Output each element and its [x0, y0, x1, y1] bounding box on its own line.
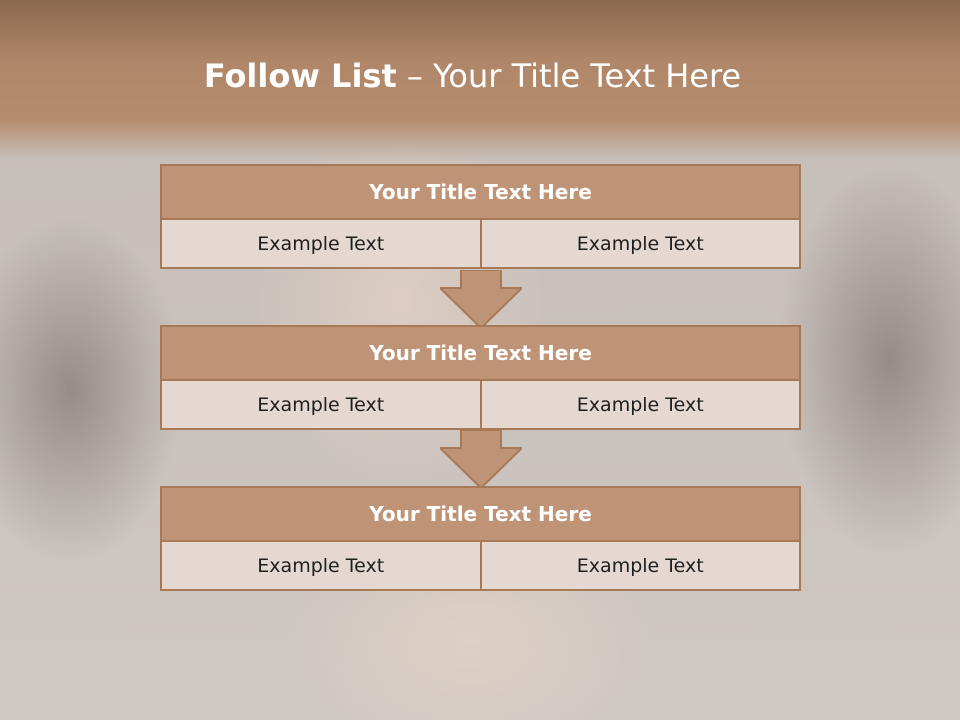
list-block-3: Your Title Text Here Example Text Exampl… [160, 486, 801, 591]
block-cell-right: Example Text [479, 220, 801, 269]
block-row: Example Text Example Text [160, 542, 801, 591]
block-cell-right: Example Text [479, 381, 801, 430]
block-row: Example Text Example Text [160, 381, 801, 430]
block-cell-left: Example Text [160, 220, 482, 269]
block-row: Example Text Example Text [160, 220, 801, 269]
down-arrow-icon [440, 430, 522, 488]
block-title: Your Title Text Here [160, 164, 801, 220]
title-band [0, 0, 960, 160]
slide-title-bold: Follow List [203, 57, 397, 95]
slide-title: Follow List – Your Title Text Here [0, 56, 945, 96]
block-cell-left: Example Text [160, 542, 482, 591]
block-title: Your Title Text Here [160, 325, 801, 381]
slide-title-rest: – Your Title Text Here [396, 57, 742, 95]
block-cell-left: Example Text [160, 381, 482, 430]
list-block-2: Your Title Text Here Example Text Exampl… [160, 325, 801, 430]
block-title: Your Title Text Here [160, 486, 801, 542]
down-arrow-icon [440, 270, 522, 328]
list-block-1: Your Title Text Here Example Text Exampl… [160, 164, 801, 269]
block-cell-right: Example Text [479, 542, 801, 591]
